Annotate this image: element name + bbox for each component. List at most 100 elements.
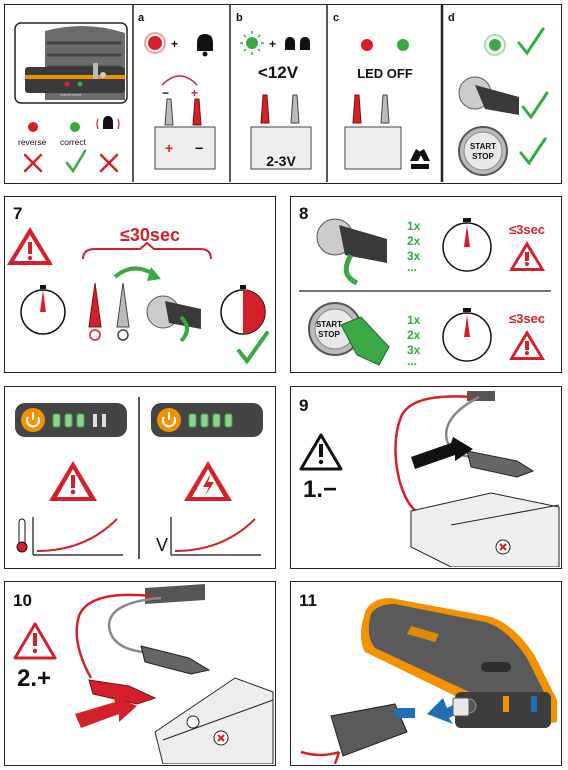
warning-outline-icon [13, 622, 57, 660]
start-label: START [470, 142, 496, 151]
green-led-icon [489, 39, 501, 51]
panel-step-8: 8 1x 2x 3x ... ≤3sec START STOP 1x 2x [290, 196, 562, 373]
subpanel-a-label: a [138, 12, 145, 24]
panel-step-10: 10 2.+ [4, 581, 276, 766]
recycle-icon [410, 149, 430, 169]
step-9-illustration: 9 1.− [299, 391, 560, 568]
device-led-caption: reverse correct [60, 93, 81, 97]
brand-logo-icon [407, 626, 439, 642]
clamp-pair-icon [164, 98, 202, 126]
check-icon [65, 149, 87, 174]
stopwatch-start-icon [20, 285, 66, 335]
step-7-illustration: 7 ≤30sec [7, 204, 269, 365]
ignition-key-icon [146, 295, 201, 329]
battery-icon [154, 126, 216, 170]
instruction-text: 1.− [303, 476, 337, 503]
time-limit: ≤3sec [509, 311, 545, 326]
stop-label: STOP [318, 330, 340, 339]
red-clamp-icon [88, 679, 157, 705]
battery-icon [250, 126, 312, 170]
warning-icon [7, 227, 53, 265]
red-led-glow-icon [148, 36, 162, 50]
green-led-icon [70, 122, 80, 132]
temperature-curve [36, 518, 118, 552]
count-3x: 3x [407, 343, 421, 357]
legend-reverse: reverse [18, 137, 47, 147]
step-10-illustration: 10 2.+ [13, 584, 274, 765]
indicator-illustration: V [15, 397, 263, 559]
check-icon [519, 137, 547, 166]
panel-result-states: reverse correct reverse correct a + − + [4, 4, 562, 184]
start-label: START [316, 320, 342, 329]
ignition-key-icon [458, 76, 519, 115]
thermometer-icon [16, 518, 28, 553]
plus-terminal-icon [186, 715, 200, 729]
panel-overheat-overvoltage: V [4, 386, 276, 569]
green-led-off-icon [397, 39, 409, 51]
step-8-illustration: 8 1x 2x 3x ... ≤3sec START STOP 1x 2x [299, 204, 551, 368]
ignition-key-icon [316, 218, 387, 263]
usb-port-icon [531, 696, 537, 712]
device-closeup-icon [14, 22, 128, 104]
time-limit: ≤30sec [120, 225, 180, 245]
plus-sign: + [191, 86, 198, 100]
bell-icon [197, 34, 213, 57]
black-clamp-icon [140, 645, 211, 675]
svg-text:+: + [165, 140, 173, 156]
check-icon [237, 331, 269, 365]
plus-sign: + [171, 37, 178, 51]
red-cable [75, 593, 152, 679]
rotate-arrow-icon [343, 253, 359, 286]
count-3x: 3x [407, 249, 421, 263]
voltage-curve [174, 518, 256, 552]
connector-plug-icon [452, 697, 470, 717]
clamp-pair-icon [352, 94, 390, 124]
warning-icon [509, 330, 545, 360]
panel-step-11: 11 [290, 581, 562, 766]
red-led-icon [28, 122, 38, 132]
warning-icon [49, 461, 97, 501]
direction-arrow-icon [411, 437, 473, 469]
start-stop-button-icon [458, 126, 508, 176]
count-2x: 2x [407, 234, 421, 248]
high-voltage-warning-icon [184, 461, 232, 501]
stopwatch-end-icon [220, 285, 266, 335]
battery-icon [410, 492, 560, 568]
panel-step-7: 7 ≤30sec [4, 196, 276, 373]
minus-sign: − [162, 86, 169, 100]
warning-outline-icon [299, 433, 343, 471]
black-cable [107, 596, 162, 654]
voltage-threshold: <12V [258, 63, 299, 82]
start-stop-button-icon [308, 302, 362, 356]
step-number: 9 [299, 396, 308, 415]
led-bar-icon [188, 413, 233, 428]
black-clamp-icon [466, 450, 535, 478]
check-icon [521, 91, 549, 120]
red-cable [394, 395, 472, 517]
buzzer-icon [96, 116, 120, 130]
led-off-text: LED OFF [357, 66, 413, 81]
count-1x: 1x [407, 313, 421, 327]
cross-icon [99, 153, 119, 173]
subpanel-b-label: b [236, 12, 243, 24]
panel-step-9: 9 1.− [290, 386, 562, 569]
voltage-axis-label: V [156, 535, 168, 555]
stopwatch-icon [442, 218, 492, 272]
legend-correct: correct [60, 137, 87, 147]
check-icon [517, 27, 545, 56]
charger-unit-icon [145, 584, 205, 604]
led-bar-icon [52, 413, 85, 428]
stopwatch-icon [442, 308, 492, 362]
warning-icon [509, 241, 545, 271]
brace-icon [82, 241, 212, 260]
instruction-text: 2.+ [17, 665, 51, 692]
count-more: ... [407, 260, 417, 274]
count-more: ... [407, 354, 417, 368]
red-led-off-icon [361, 39, 373, 51]
direction-arrow-icon [75, 696, 137, 728]
step-number: 11 [299, 591, 317, 610]
svg-text:−: − [195, 140, 203, 156]
step-number: 10 [13, 591, 32, 610]
count-1x: 1x [407, 219, 421, 233]
step-number: 8 [299, 204, 308, 223]
